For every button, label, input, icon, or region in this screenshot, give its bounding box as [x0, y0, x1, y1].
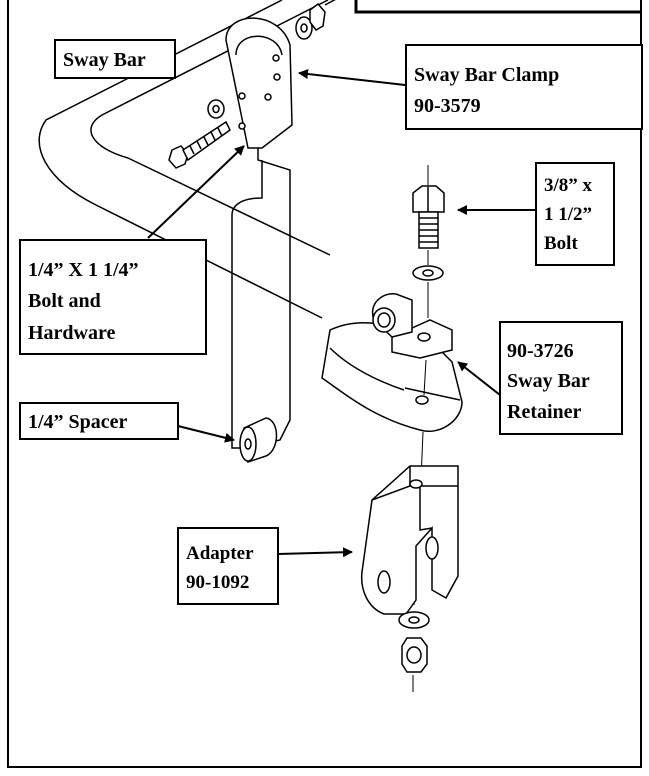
label-box-adapter [177, 527, 279, 605]
bottom-nut-washer [398, 611, 430, 673]
label-box-spacer [19, 402, 179, 440]
label-box-clamp [405, 44, 643, 130]
label-retainer-line-2: Sway Bar [507, 370, 590, 392]
label-bolt-hardware-line-1: 1/4” X 1 1/4” [28, 259, 139, 281]
label-bolt-hardware-line-2: Bolt and [28, 290, 101, 312]
small-bolt [168, 99, 231, 169]
sway-bar-clamp [225, 17, 293, 149]
spacer [239, 417, 278, 464]
label-bolt-hardware-line-3: Hardware [28, 322, 116, 344]
label-box-big-bolt [535, 162, 615, 266]
top-nut-washer [295, 0, 336, 40]
label-adapter-line-1: Adapter [186, 543, 254, 564]
label-retainer-line-3: Retainer [507, 401, 582, 423]
label-big-bolt-line-1: 3/8” x [544, 175, 593, 196]
sway-bar-tube [38, 0, 331, 319]
top-box-fragment [354, 0, 641, 14]
large-bolt [412, 185, 445, 281]
label-box-retainer [499, 321, 623, 435]
label-big-bolt-line-2: 1 1/2” [544, 204, 592, 225]
label-box-bolt-hardware [19, 239, 207, 355]
page-frame [7, 0, 642, 768]
label-clamp-line-2: 90-3579 [414, 95, 481, 117]
label-retainer-line-1: 90-3726 [507, 340, 574, 362]
sway-bar-retainer [371, 293, 453, 359]
label-sway-bar: Sway Bar [63, 49, 146, 71]
label-spacer: 1/4” Spacer [28, 411, 128, 433]
label-adapter-line-2: 90-1092 [186, 572, 249, 593]
label-box-sway-bar [54, 39, 176, 79]
leader-lines [147, 69, 537, 558]
label-clamp-line-1: Sway Bar Clamp [414, 64, 559, 86]
adapter [360, 465, 459, 615]
label-big-bolt-line-3: Bolt [544, 233, 578, 254]
bracket-plate [231, 92, 291, 449]
